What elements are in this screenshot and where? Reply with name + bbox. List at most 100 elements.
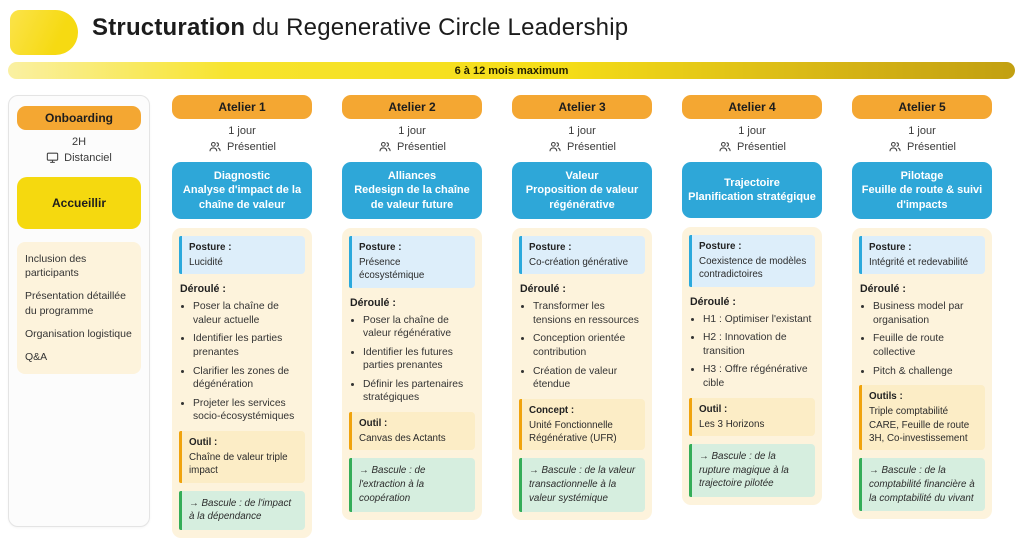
timeline-label: 6 à 12 mois maximum bbox=[454, 64, 569, 77]
tool-label: Outil : bbox=[189, 436, 218, 448]
atelier-theme-subtitle: Redesign de la chaîne de valeur future bbox=[354, 184, 470, 211]
atelier-theme: Diagnostic Analyse d'impact de la chaîne… bbox=[172, 162, 312, 219]
logo bbox=[10, 10, 78, 55]
step-item: Poser la chaîne de valeur régénérative bbox=[363, 314, 475, 341]
atelier-card: Posture : Présence écosystémique Déroulé… bbox=[342, 227, 482, 520]
atelier-mode: Présentiel bbox=[852, 140, 992, 153]
bascule-tag: → Bascule : de la comptabilité financièr… bbox=[859, 458, 985, 512]
atelier-theme-title: Valeur bbox=[565, 170, 599, 182]
atelier-duration: 1 jour bbox=[228, 125, 256, 137]
onboarding-item: Présentation détaillée du programme bbox=[25, 290, 126, 317]
atelier-pill: Atelier 1 bbox=[172, 95, 312, 119]
step-item: Feuille de route collective bbox=[873, 332, 985, 359]
onboarding-action: Accueillir bbox=[17, 177, 141, 229]
step-item: Transformer les tensions en ressources bbox=[533, 300, 645, 327]
deroule-label: Déroulé : bbox=[860, 283, 906, 296]
posture-tag: Posture : Co-création générative bbox=[519, 235, 645, 275]
steps-list: Poser la chaîne de valeur régénérativeId… bbox=[349, 314, 475, 405]
step-item: Création de valeur étendue bbox=[533, 365, 645, 392]
posture-label: Posture : bbox=[699, 241, 742, 252]
steps-list: H1 : Optimiser l'existantH2 : Innovation… bbox=[689, 313, 815, 391]
atelier-mode-label: Présentiel bbox=[737, 140, 786, 153]
atelier-theme: Pilotage Feuille de route & suivi d'impa… bbox=[852, 162, 992, 219]
atelier-card: Posture : Co-création générative Déroulé… bbox=[512, 227, 652, 520]
onboarding-item: Organisation logistique bbox=[25, 327, 132, 340]
tool-label: Concept : bbox=[529, 404, 575, 416]
atelier-mode-label: Présentiel bbox=[567, 140, 616, 153]
atelier-duration: 1 jour bbox=[398, 125, 426, 137]
posture-tag: Posture : Présence écosystémique bbox=[349, 235, 475, 288]
people-icon bbox=[548, 140, 562, 153]
atelier-pill: Atelier 2 bbox=[342, 95, 482, 119]
tool-value: Les 3 Horizons bbox=[699, 418, 765, 430]
atelier-duration: 1 jour bbox=[568, 125, 596, 137]
atelier-card: Posture : Intégrité et redevabilité Déro… bbox=[852, 227, 992, 520]
page-title-rest: du Regenerative Circle Leadership bbox=[245, 14, 629, 41]
atelier-column: Atelier 3 1 jour Présentiel Valeur Propo… bbox=[512, 95, 652, 538]
atelier-mode: Présentiel bbox=[342, 140, 482, 153]
atelier-column: Atelier 2 1 jour Présentiel Alliances Re… bbox=[342, 95, 482, 538]
tool-tag: Outils : Triple comptabilité CARE, Feuil… bbox=[859, 385, 985, 451]
posture-tag: Posture : Coexistence de modèles contrad… bbox=[689, 235, 815, 287]
deroule-label: Déroulé : bbox=[520, 283, 566, 296]
steps-list: Business model par organisationFeuille d… bbox=[859, 300, 985, 378]
bascule-tag: → Bascule : de la rupture magique à la t… bbox=[689, 443, 815, 498]
atelier-pill: Atelier 4 bbox=[682, 95, 822, 119]
step-item: Conception orientée contribution bbox=[533, 332, 645, 359]
atelier-theme: Valeur Proposition de valeur régénérativ… bbox=[512, 162, 652, 219]
program-board: Onboarding 2H Distanciel Accueillir Incl… bbox=[0, 79, 1023, 538]
monitor-icon bbox=[46, 151, 59, 164]
atelier-pill: Atelier 3 bbox=[512, 95, 652, 119]
step-item: Pitch & challenge bbox=[873, 365, 985, 379]
atelier-column: Atelier 1 1 jour Présentiel Diagnostic A… bbox=[172, 95, 312, 538]
atelier-duration: 1 jour bbox=[908, 125, 936, 137]
atelier-mode: Présentiel bbox=[682, 140, 822, 153]
posture-tag: Posture : Lucidité bbox=[179, 235, 305, 275]
atelier-mode-label: Présentiel bbox=[227, 140, 276, 153]
atelier-theme-subtitle: Analyse d'impact de la chaîne de valeur bbox=[182, 184, 302, 211]
step-item: Identifier les futures parties prenantes bbox=[363, 346, 475, 373]
posture-label: Posture : bbox=[529, 241, 572, 253]
ateliers-row: Atelier 1 1 jour Présentiel Diagnostic A… bbox=[172, 95, 992, 538]
atelier-card: Posture : Lucidité Déroulé : Poser la ch… bbox=[172, 227, 312, 538]
atelier-theme-title: Diagnostic bbox=[213, 170, 271, 182]
step-item: Poser la chaîne de valeur actuelle bbox=[193, 300, 305, 327]
page-header: Structuration du Regenerative Circle Lea… bbox=[0, 0, 1023, 58]
step-item: Business model par organisation bbox=[873, 300, 985, 327]
atelier-column: Atelier 5 1 jour Présentiel Pilotage Feu… bbox=[852, 95, 992, 538]
onboarding-mode-label: Distanciel bbox=[64, 151, 112, 164]
onboarding-duration: 2H bbox=[71, 136, 87, 148]
onboarding-pill: Onboarding bbox=[17, 106, 141, 130]
step-item: Clarifier les zones de dégénération bbox=[193, 365, 305, 392]
tool-value: Triple comptabilité CARE, Feuille de rou… bbox=[869, 406, 970, 444]
atelier-theme-title: Pilotage bbox=[900, 170, 944, 182]
timeline-bar: 6 à 12 mois maximum bbox=[8, 62, 1015, 79]
deroule-label: Déroulé : bbox=[690, 295, 736, 308]
tool-value: Unité Fonctionnelle Régénérative (UFR) bbox=[529, 420, 617, 445]
atelier-card: Posture : Coexistence de modèles contrad… bbox=[682, 227, 822, 506]
people-icon bbox=[888, 140, 902, 153]
posture-value: Intégrité et redevabilité bbox=[869, 257, 969, 269]
step-item: Identifier les parties prenantes bbox=[193, 332, 305, 359]
atelier-mode-label: Présentiel bbox=[907, 140, 956, 153]
posture-value: Lucidité bbox=[189, 257, 223, 269]
people-icon bbox=[718, 140, 732, 153]
atelier-column: Atelier 4 1 jour Présentiel Trajectoire … bbox=[682, 95, 822, 538]
steps-list: Poser la chaîne de valeur actuelleIdenti… bbox=[179, 300, 305, 424]
tool-value: Canvas des Actants bbox=[359, 433, 446, 445]
onboarding-item: Inclusion des participants bbox=[25, 253, 87, 280]
atelier-theme-subtitle: Planification stratégique bbox=[688, 191, 816, 203]
step-item: Projeter les services socio-écosystémiqu… bbox=[193, 397, 305, 424]
people-icon bbox=[208, 140, 222, 153]
deroule-label: Déroulé : bbox=[350, 296, 396, 309]
step-item: H2 : Innovation de transition bbox=[703, 331, 815, 358]
posture-label: Posture : bbox=[189, 241, 232, 253]
tool-tag: Outil : Les 3 Horizons bbox=[689, 397, 815, 436]
tool-label: Outil : bbox=[359, 418, 388, 430]
posture-tag: Posture : Intégrité et redevabilité bbox=[859, 235, 985, 275]
tool-label: Outils : bbox=[869, 391, 903, 403]
atelier-theme: Alliances Redesign de la chaîne de valeu… bbox=[342, 162, 482, 219]
steps-list: Transformer les tensions en ressourcesCo… bbox=[519, 300, 645, 391]
posture-value: Coexistence de modèles contradictoires bbox=[699, 256, 807, 281]
tool-tag: Outil : Canvas des Actants bbox=[349, 412, 475, 451]
